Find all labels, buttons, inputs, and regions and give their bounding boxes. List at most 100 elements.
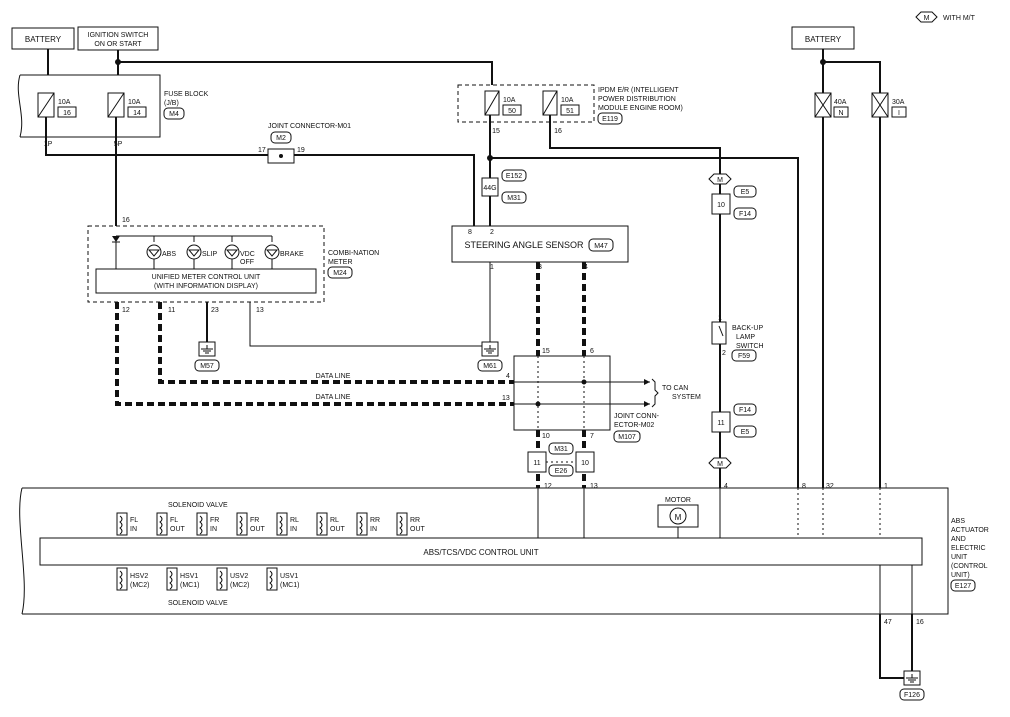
vdc-off-indicator-lamp: VDC OFF [224, 244, 255, 266]
meter-title1: COMBI-NATION [328, 250, 379, 257]
abs-actuator-unit: 12 13 4 8 32 1 SOLENOID VALVE FL IN FL O… [19, 483, 989, 615]
valve-fl-out-l1: FL [170, 517, 178, 524]
ignition-line1: IGNITION SWITCH [88, 32, 149, 39]
valve-usv2-l2: (MC2) [230, 582, 249, 589]
inline-lower-conn2: E26 [555, 468, 568, 475]
valve-rr-in-l1: RR [370, 517, 380, 524]
valve-rl-in-l1: RL [290, 517, 299, 524]
joint-m01-connector: M2 [276, 135, 286, 142]
solenoid-hsv1: HSV1 (MC1) [166, 567, 199, 591]
abs-ground: F126 [899, 670, 925, 701]
backup-pin10: 10 [717, 202, 725, 209]
battery-right-label: BATTERY [805, 35, 842, 44]
valve-fl-out-l2: OUT [170, 526, 186, 533]
valve-usv2-l1: USV2 [230, 573, 248, 580]
solenoid-usv2: USV2 (MC2) [216, 567, 249, 591]
ipdm-fuse1-num: 50 [508, 108, 516, 115]
valve-rr-out-l1: RR [410, 517, 420, 524]
abs-pin1: 1 [884, 483, 888, 490]
abs-title1: ABS [951, 518, 965, 525]
solenoid-fr-in: FR IN [196, 512, 219, 536]
inline-lower-pin10: 10 [581, 460, 589, 467]
valve-fl-in-l1: FL [130, 517, 138, 524]
meter-ground: M57 [194, 341, 220, 372]
joint-m01-pin-out: 19 [297, 147, 305, 154]
backup-switch-title3: SWITCH [736, 343, 764, 350]
solenoid-title-top: SOLENOID VALVE [168, 502, 228, 509]
joint-connector-m02: TO CAN SYSTEM 15 6 4 13 10 7 JOINT CONN-… [502, 348, 701, 443]
valve-rl-out-l2: OUT [330, 526, 346, 533]
valve-rl-in-l2: IN [290, 526, 297, 533]
joint-m02-pin4: 4 [506, 373, 510, 380]
valve-fr-out-l2: OUT [250, 526, 266, 533]
valve-hsv2-l2: (MC2) [130, 582, 149, 589]
inline-connector-e5-f14: 10 E5 F14 [711, 185, 757, 220]
link2-amp: 30A [892, 99, 905, 106]
valve-rr-out-l2: OUT [410, 526, 426, 533]
joint-m02-title2: ECTOR-M02 [614, 422, 654, 429]
solenoid-fl-in: FL IN [116, 512, 138, 536]
inline-connector-f14-e5: 11 F14 E5 [711, 403, 757, 438]
steering-pin4: 4 [584, 264, 588, 271]
steering-pin3: 3 [538, 264, 542, 271]
meter-pin13: 13 [256, 307, 264, 314]
ipdm-fuse2-num: 51 [566, 108, 574, 115]
lamp-vdc-label: VDC [240, 251, 255, 258]
fuse1-num: 16 [63, 110, 71, 117]
fuse1-amp: 10A [58, 99, 71, 106]
fuse-block-subtitle: (J/B) [164, 100, 179, 107]
valve-hsv1-l1: HSV1 [180, 573, 198, 580]
valve-rl-out-l1: RL [330, 517, 339, 524]
link1-amp: 40A [834, 99, 847, 106]
valve-fl-in-l2: IN [130, 526, 137, 533]
data-line-lower: DATA LINE [316, 394, 351, 401]
motor-symbol: M [675, 513, 682, 522]
steering-ground-connector: M61 [483, 363, 497, 370]
inline-lower-conn1: M31 [554, 446, 568, 453]
steering-ground: M61 [477, 341, 503, 372]
solenoid-hsv2: HSV2 (MC2) [116, 567, 149, 591]
steering-pin2: 2 [490, 229, 494, 236]
steering-pin1: 1 [490, 264, 494, 271]
steering-angle-sensor: STEERING ANGLE SENSOR M47 8 2 1 3 4 [451, 225, 629, 271]
backup-conn2-f14: F14 [739, 407, 751, 414]
ipdm-fuse1-amp: 10A [503, 97, 516, 104]
brake-warning-lamp: BRAKE [264, 244, 304, 260]
inline-pin-44g: 44G [483, 185, 496, 192]
solenoid-rl-in: RL IN [276, 512, 299, 536]
meter-ground-connector: M57 [200, 363, 214, 370]
abs-pin32: 32 [826, 483, 834, 490]
abs-ground-connector: F126 [904, 692, 920, 699]
inline-conn-e152: E152 [506, 173, 522, 180]
inline-connector-e152: 44G E152 M31 [481, 169, 527, 204]
meter-title2: METER [328, 259, 353, 266]
valve-usv1-l1: USV1 [280, 573, 298, 580]
abs-pin16: 16 [916, 619, 924, 626]
abs-pin47: 47 [884, 619, 892, 626]
joint-m01-title: JOINT CONNECTOR-M01 [268, 123, 351, 130]
mt-marker-bottom: M [708, 457, 732, 469]
joint-m01-pin-in: 17 [258, 147, 266, 154]
joint-m02-connector: M107 [618, 434, 636, 441]
solenoid-title-bottom: SOLENOID VALVE [168, 600, 228, 607]
inline-conn-m31: M31 [507, 195, 521, 202]
ignition-line2: ON OR START [94, 41, 142, 48]
mt-symbol-bottom: M [717, 461, 723, 468]
backup-switch-pin1: 1 [718, 315, 722, 322]
abs-title7: UNIT) [951, 572, 970, 579]
combination-meter: 16 ABS SLIP VDC OFF BRAKE UNIFIED M [87, 217, 379, 314]
fuse-term-5p: 5P [114, 141, 123, 148]
fuse2-num: 14 [133, 110, 141, 117]
can-line1: TO CAN [662, 385, 688, 392]
meter-pin11: 11 [168, 307, 175, 314]
abs-pin13: 13 [590, 483, 598, 490]
battery-left-label: BATTERY [25, 35, 62, 44]
fuse-block-connector: M4 [169, 111, 179, 118]
abs-pin8: 8 [802, 483, 806, 490]
legend-text: WITH M/T [943, 15, 976, 22]
steering-sensor-title: STEERING ANGLE SENSOR [464, 240, 584, 250]
ipdm-connector: E119 [602, 116, 618, 123]
ipdm-pin16: 16 [554, 128, 562, 135]
slip-indicator-lamp: SLIP [186, 244, 218, 260]
ignition-switch: IGNITION SWITCH ON OR START [77, 26, 159, 51]
